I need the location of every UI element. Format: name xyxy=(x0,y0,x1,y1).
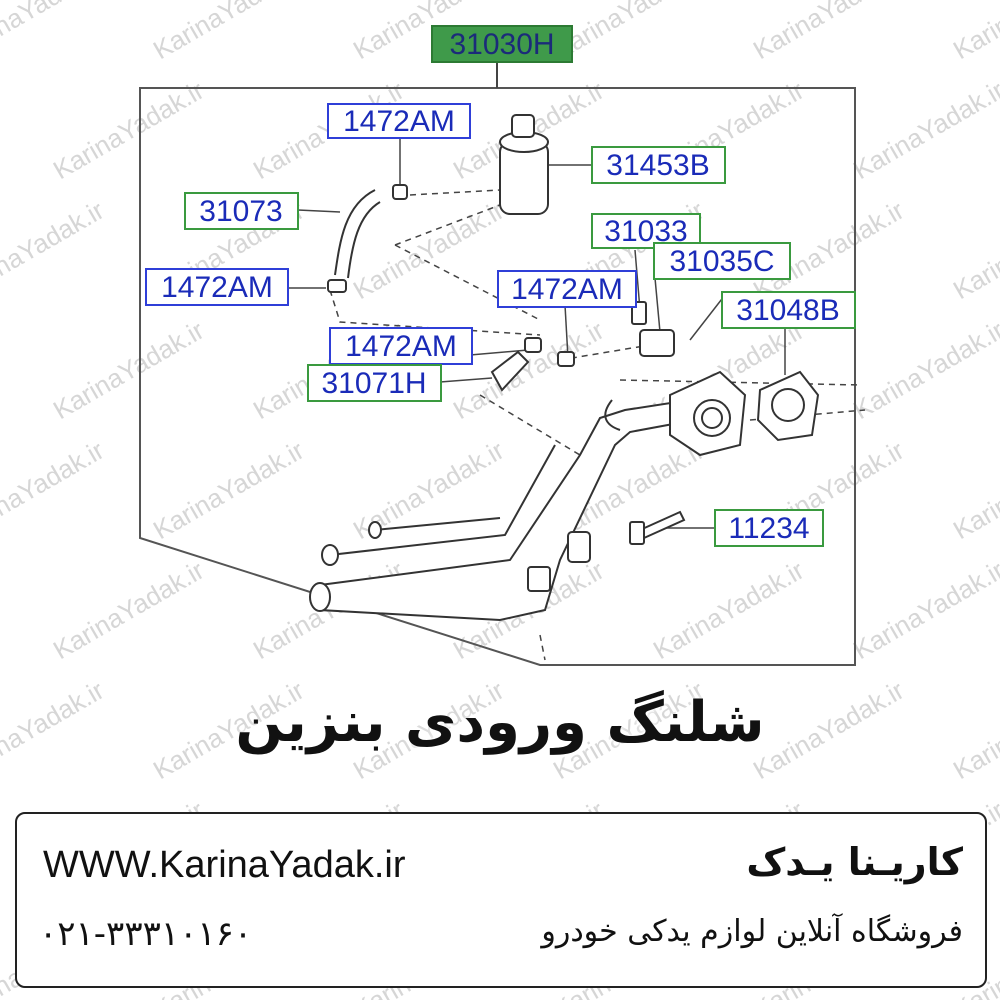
fuel-filler-pipe xyxy=(309,398,697,622)
part-label-1472am-lower: 1472AM xyxy=(329,327,473,365)
page-title: شلنگ ورودی بنزین xyxy=(235,690,765,755)
svg-text:31030H: 31030H xyxy=(449,28,554,61)
solid-leaders xyxy=(288,138,786,529)
svg-text:1472AM: 1472AM xyxy=(345,330,457,363)
svg-text:31035C: 31035C xyxy=(669,245,774,278)
diagram-frame xyxy=(139,87,856,666)
vent-hose xyxy=(334,189,381,279)
filler-neck-housing xyxy=(669,370,747,457)
part-label-1472am-left: 1472AM xyxy=(145,268,289,306)
part-labels: 31030H 1472AM 31453B 31073 31033 31035C … xyxy=(145,25,856,547)
website-link[interactable]: WWW.KarinaYadak.ir xyxy=(43,844,406,886)
vent-valve xyxy=(631,301,675,357)
svg-text:31071H: 31071H xyxy=(321,367,426,400)
store-name: کاریـنا یـدک xyxy=(746,840,963,884)
svg-text:31048B: 31048B xyxy=(736,294,839,327)
canister xyxy=(499,114,549,215)
part-label-31071h: 31071H xyxy=(307,364,442,402)
part-label-1472am-top: 1472AM xyxy=(327,103,471,139)
svg-text:1472AM: 1472AM xyxy=(511,273,623,306)
part-label-11234: 11234 xyxy=(714,509,824,547)
gasket xyxy=(756,370,820,442)
part-label-1472am-mid: 1472AM xyxy=(497,270,637,308)
store-tagline: فروشگاه آنلاین لوازم یدکی خودرو xyxy=(541,914,963,949)
part-label-31453b: 31453B xyxy=(591,146,726,184)
small-hose xyxy=(490,350,530,392)
svg-text:1472AM: 1472AM xyxy=(161,271,273,304)
part-label-31073: 31073 xyxy=(184,192,299,230)
parts-diagram: 31030H 1472AM 31453B 31073 31033 31035C … xyxy=(139,25,866,666)
part-label-31035c: 31035C xyxy=(653,242,791,280)
group-label: 31030H xyxy=(431,25,573,63)
svg-text:31073: 31073 xyxy=(199,195,282,228)
svg-text:31453B: 31453B xyxy=(606,149,709,182)
svg-text:11234: 11234 xyxy=(728,512,809,545)
phone-number: ۰۲۱-۳۳۳۱۰۱۶۰ xyxy=(39,914,253,954)
footer-card: WWW.KarinaYadak.ir ۰۲۱-۳۳۳۱۰۱۶۰ کاریـنا … xyxy=(15,812,987,988)
svg-text:1472AM: 1472AM xyxy=(343,105,455,138)
part-label-31048b: 31048B xyxy=(721,291,856,329)
bolt xyxy=(629,510,686,545)
hose-clamps xyxy=(327,184,575,367)
